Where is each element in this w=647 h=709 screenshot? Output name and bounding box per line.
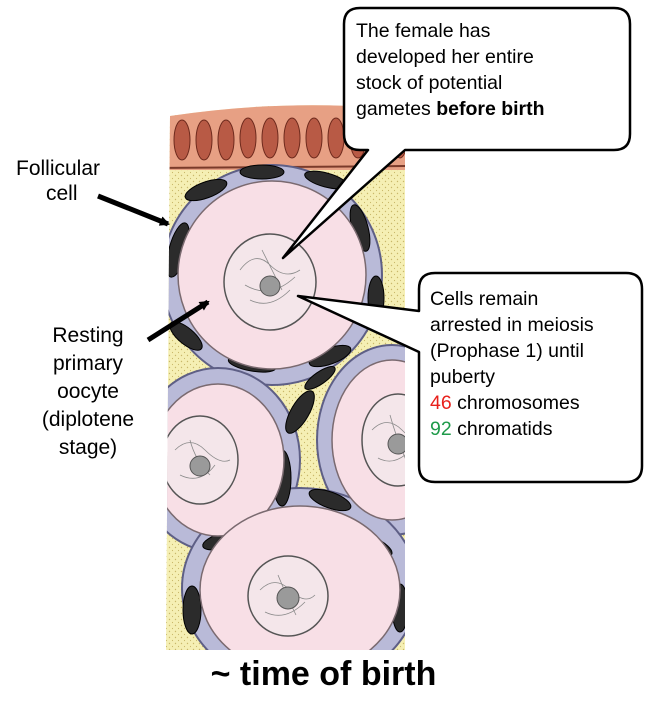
resting-oocyte-arrow bbox=[146, 299, 210, 343]
nucleoli bbox=[189, 275, 405, 610]
chromatids-label: chromatids bbox=[451, 418, 553, 440]
follicular-cell-label: Follicular cell bbox=[16, 156, 126, 206]
bubble-top-bold: before birth bbox=[436, 98, 545, 120]
caption-time-of-birth: ~ time of birth bbox=[210, 655, 437, 693]
resting-oocyte-label: Resting primary oocyte (diplotene stage) bbox=[18, 322, 158, 462]
tissue-section bbox=[166, 105, 405, 650]
chromosomes-line: 46 chromosomes bbox=[430, 390, 640, 416]
resting-label-line: primary bbox=[52, 352, 123, 375]
resting-label-line: stage) bbox=[58, 436, 118, 459]
speech-bubble-top bbox=[281, 6, 632, 260]
bubble-right-line: Cells remain bbox=[430, 288, 539, 310]
bubble-top-line: developed her entire bbox=[356, 46, 534, 68]
bubble-top-line: stock of potential bbox=[356, 72, 503, 94]
bubble-top-line: gametes before birth bbox=[356, 96, 626, 122]
bubble-right-line: arrested in meiosis bbox=[430, 314, 594, 336]
speech-bubble-right bbox=[296, 271, 644, 484]
bubble-top-text: The female has developed her entire stoc… bbox=[356, 18, 626, 122]
follicular-cell-arrow bbox=[97, 193, 170, 227]
resting-label-line: (diplotene bbox=[41, 408, 135, 431]
bubble-right-text: Cells remain arrested in meiosis (Propha… bbox=[430, 286, 640, 442]
bubble-top-line: The female has bbox=[356, 20, 491, 42]
chromosomes-count: 46 bbox=[430, 392, 452, 414]
bubble-right-line: (Prophase 1) until bbox=[430, 340, 584, 362]
follicular-label-line: Follicular bbox=[16, 157, 101, 180]
chromosomes-label: chromosomes bbox=[451, 392, 580, 414]
chromatin-threads bbox=[174, 249, 405, 616]
chromatids-line: 92 chromatids bbox=[430, 416, 640, 442]
chromatids-count: 92 bbox=[430, 418, 452, 440]
bubble-top-plain: gametes bbox=[356, 98, 437, 120]
follicular-label-line: cell bbox=[46, 182, 78, 205]
bubble-right-line: puberty bbox=[430, 366, 496, 388]
resting-label-line: oocyte bbox=[57, 380, 119, 403]
resting-label-line: Resting bbox=[52, 324, 124, 347]
